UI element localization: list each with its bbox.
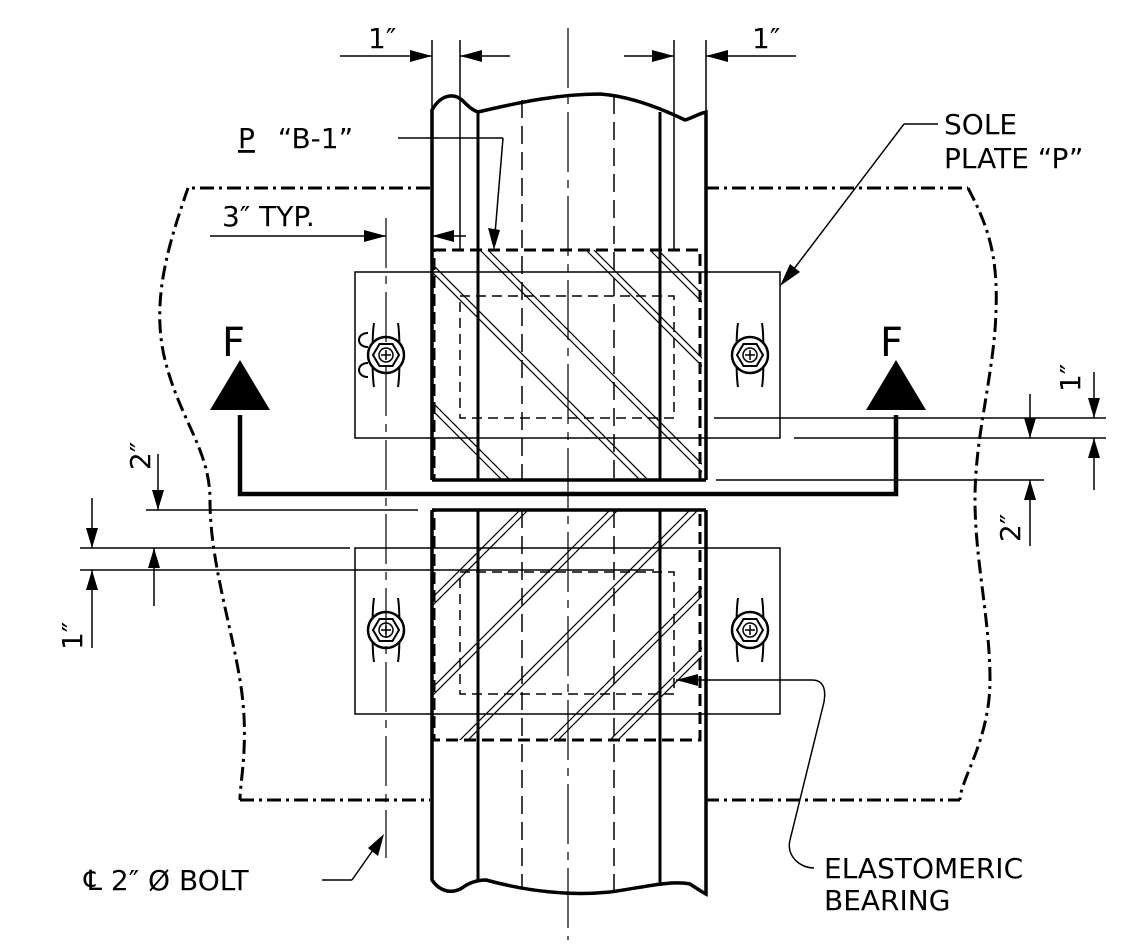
plate-b1-label: P “B-1”: [238, 122, 353, 155]
pier-cap-outline: [158, 186, 998, 802]
section-arrow-right: [866, 360, 926, 410]
sole-plate-lower: [354, 547, 781, 715]
bolt-upper-left: [358, 322, 406, 388]
dim-top-left-label: 1″: [368, 22, 396, 55]
section-cut-line: [237, 415, 899, 497]
bolt-lower-right: [730, 597, 770, 663]
section-arrow-left: [210, 360, 270, 410]
elastomeric-leader: [676, 679, 826, 869]
plate-b1-lower: [432, 508, 702, 742]
dim-left: [80, 454, 654, 648]
elastomeric-arrow: [676, 674, 698, 686]
girder-lower: [430, 508, 708, 897]
dim-left-upper-label: 2″: [124, 442, 157, 470]
cap-break-left: [158, 187, 246, 801]
dim-left-lower-label: 1″: [56, 622, 89, 650]
dim-right-lower-label: 2″: [994, 514, 1027, 542]
hatch-upper: [432, 250, 702, 480]
dim-right: [714, 372, 1106, 546]
section-label-left: F: [222, 320, 245, 366]
typ-dim: [210, 230, 466, 242]
bolt-upper-right: [730, 322, 770, 388]
sole-plate-label-line1: SOLE: [944, 108, 1017, 141]
plate-b1-text: “B-1”: [278, 122, 353, 155]
section-label-right: F: [880, 320, 903, 366]
sole-plate-upper: [354, 271, 781, 439]
bolt-label: ℄ 2″ Ø BOLT: [83, 864, 249, 897]
hatch-lower: [432, 510, 702, 740]
sole-plate-label-line2: PLATE “P”: [944, 142, 1083, 175]
dim-top-right-label: 1″: [752, 22, 780, 55]
dim-top: [340, 40, 796, 250]
typ-dim-label: 3″ TYP.: [222, 200, 315, 233]
elastomeric-label-line2: BEARING: [824, 884, 950, 917]
elastomeric-label-line1: ELASTOMERIC: [824, 852, 1023, 885]
sole-plate-leader: [780, 123, 938, 286]
plate-b1-leader: [398, 137, 504, 250]
bolt-leader: [322, 834, 384, 881]
girder-upper: [430, 92, 708, 482]
elastomeric-bearing-lower: [459, 571, 675, 695]
cap-break-right: [958, 187, 998, 801]
plate-symbol: P: [238, 122, 255, 155]
plate-b1-upper: [432, 248, 702, 482]
dim-right-upper-label: 1″: [1054, 364, 1087, 392]
elastomeric-bearing-upper: [459, 295, 675, 419]
